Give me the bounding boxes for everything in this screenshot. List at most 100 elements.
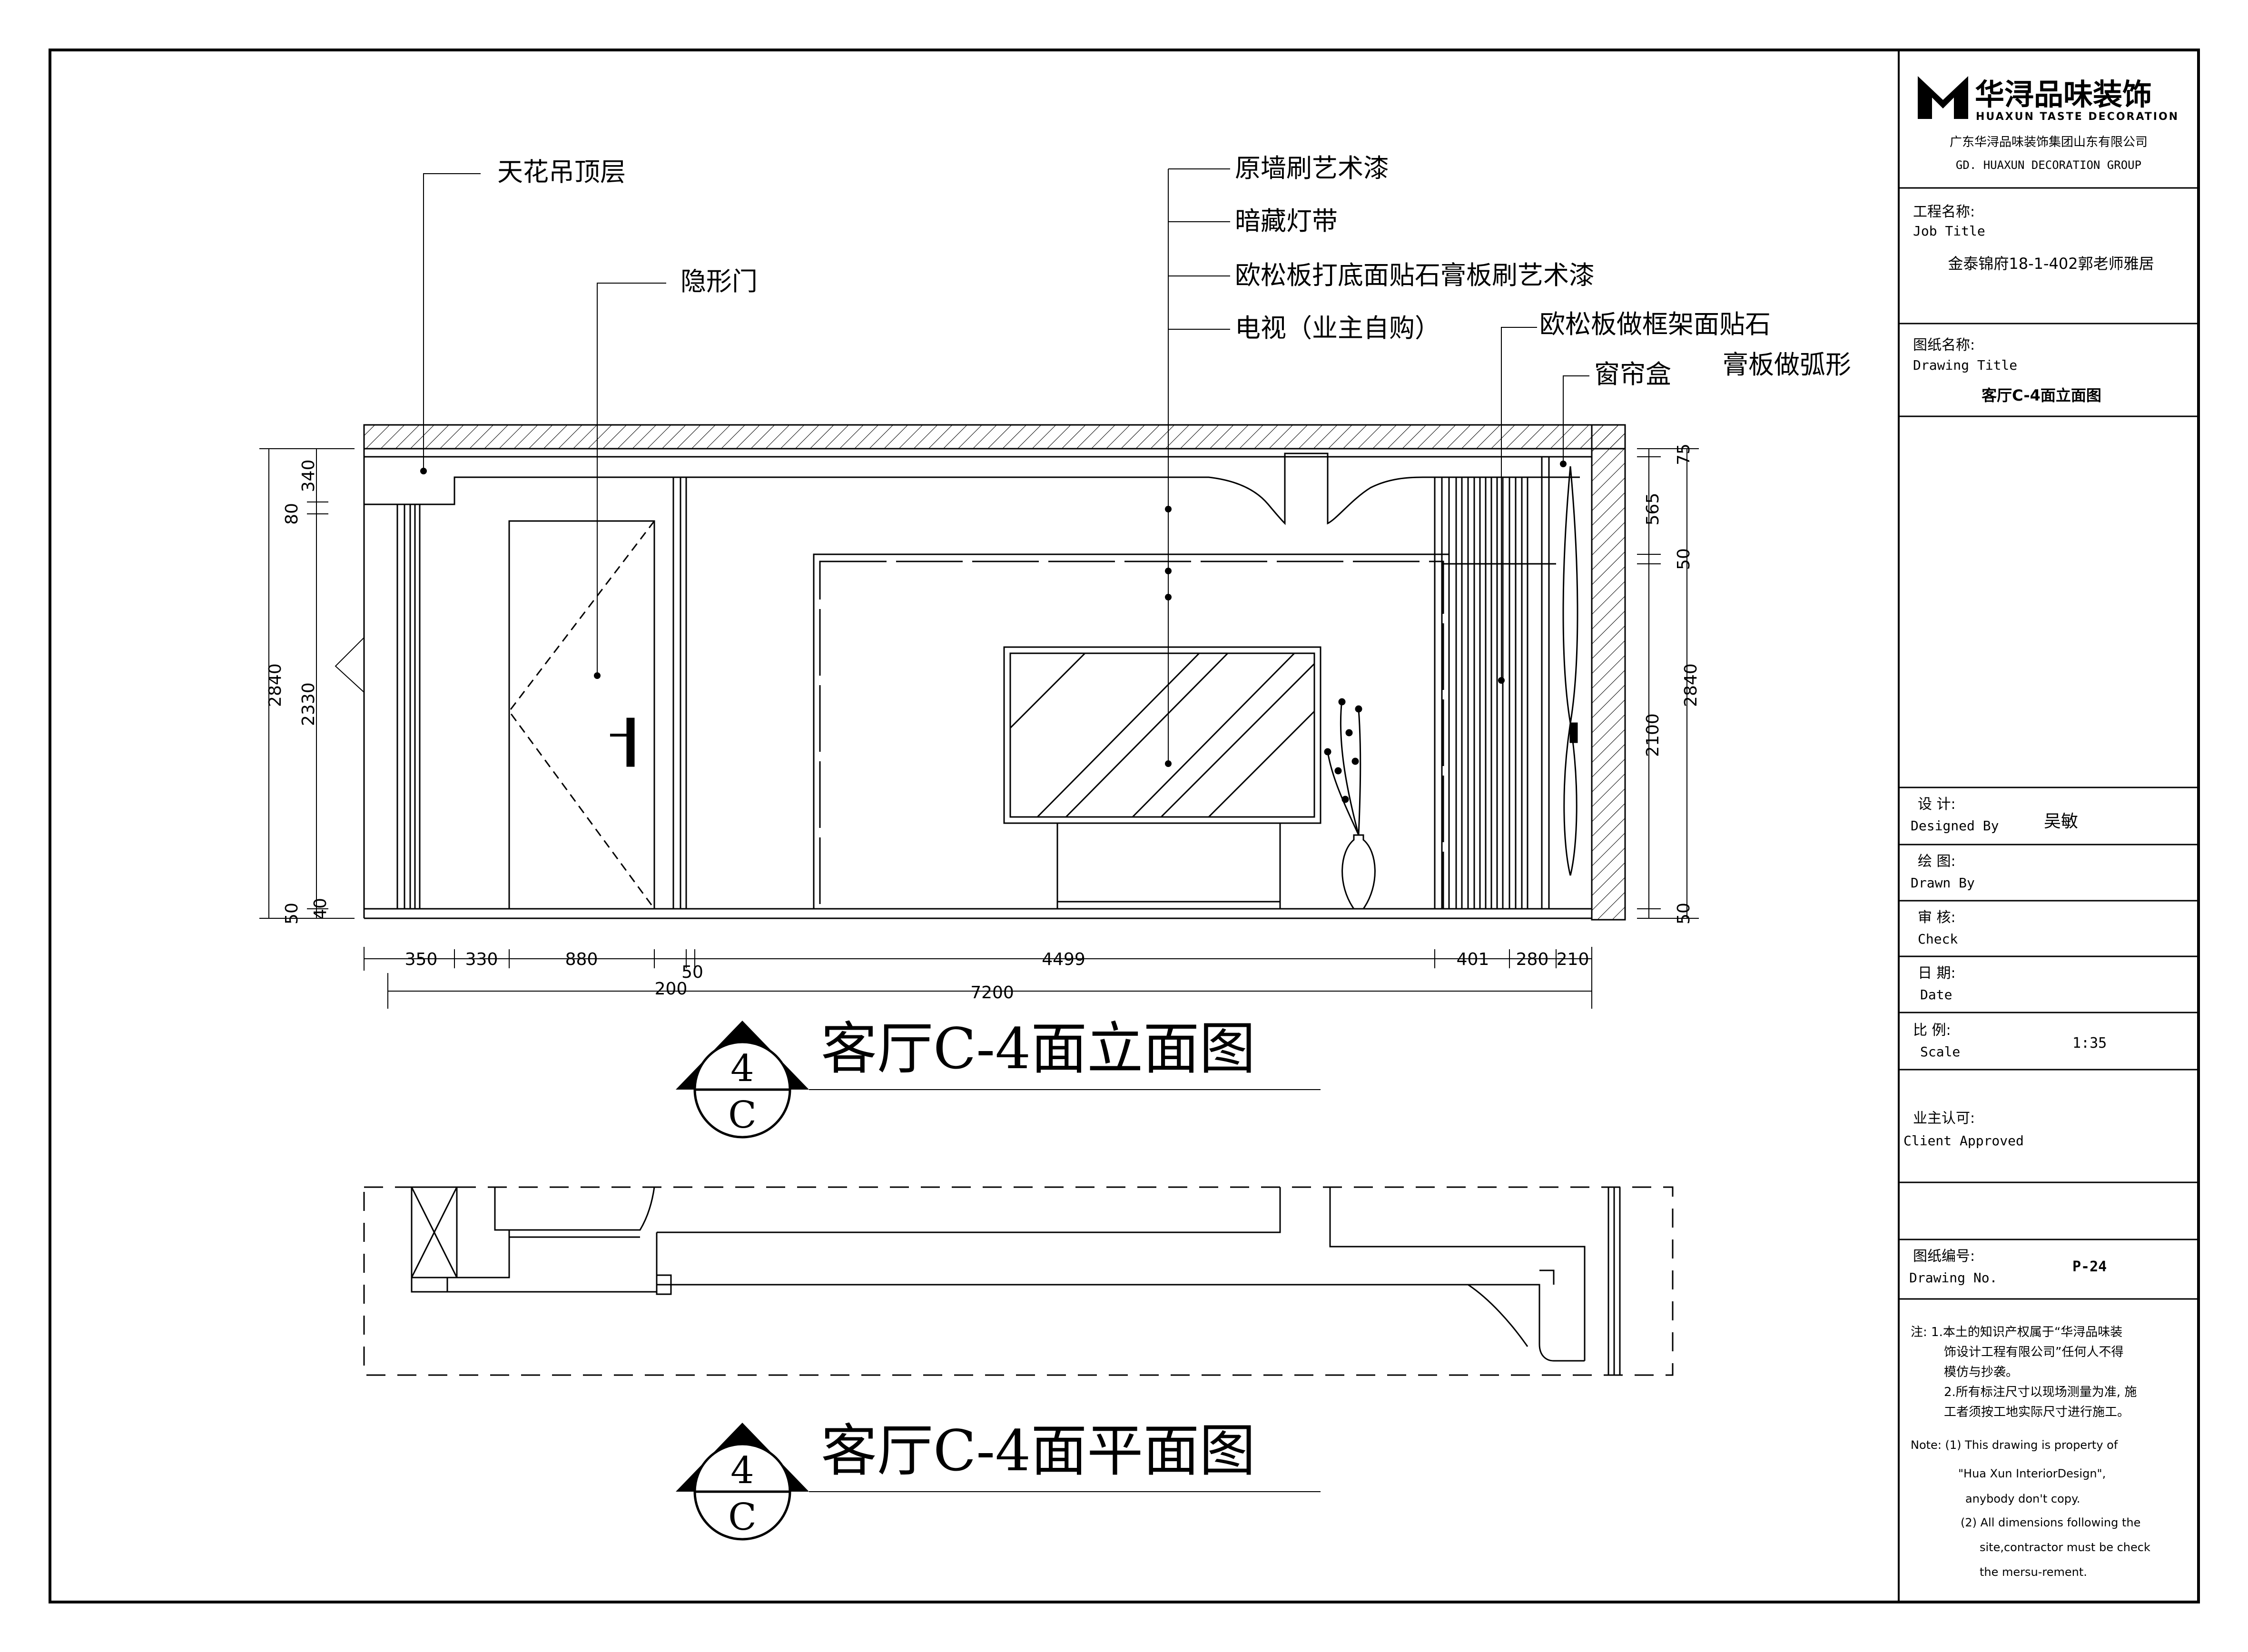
svg-text:工者须按工地实际尺寸进行施工。: 工者须按工地实际尺寸进行施工。 (1944, 1405, 2130, 1419)
svg-text:4499: 4499 (1042, 950, 1085, 969)
svg-text:80: 80 (282, 503, 302, 525)
designed-label-en: Designed By (1911, 818, 1999, 834)
title-block: 华浔品味装饰 HUAXUN TASTE DECORATION 广东华浔品味装饰集… (1898, 50, 2199, 1602)
svg-text:(2) All dimensions following t: (2) All dimensions following the (1961, 1516, 2140, 1529)
decor-vase (1324, 698, 1376, 910)
plan-section-symbol: 4 C (676, 1423, 809, 1541)
dimension-numbers: 350 330 880 4499 401 280 210 200 50 7200… (266, 443, 1701, 1003)
label-osb-frame-1: 欧松板做框架面贴石 (1539, 309, 1771, 339)
drawn-label-cn: 绘 图: (1918, 853, 1956, 870)
scale-label-en: Scale (1920, 1044, 1960, 1060)
label-tv: 电视（业主自购） (1235, 313, 1440, 343)
svg-text:2840: 2840 (266, 663, 285, 707)
label-curtain-box: 窗帘盒 (1594, 359, 1671, 389)
svg-text:"Hua Xun InteriorDesign",: "Hua Xun InteriorDesign", (1958, 1467, 2106, 1480)
svg-text:350: 350 (405, 950, 438, 969)
right-dimensions (1637, 448, 1699, 919)
svg-text:401: 401 (1457, 950, 1489, 969)
check-label-cn: 审 核: (1918, 909, 1956, 926)
right-curtain (1434, 457, 1550, 909)
leader-lines (423, 168, 1589, 764)
svg-text:210: 210 (1557, 950, 1589, 969)
designed-label-cn: 设 计: (1918, 796, 1956, 813)
elevation-title: 客厅C-4面立面图 (821, 1016, 1255, 1082)
logo-text: 华浔品味装饰 (1975, 77, 2152, 112)
svg-text:40: 40 (311, 898, 330, 920)
drawing-no-label-en: Drawing No. (1909, 1270, 1997, 1286)
tv-unit (1003, 646, 1321, 909)
job-title-label-cn: 工程名称: (1913, 204, 1975, 220)
svg-text:340: 340 (299, 460, 318, 492)
svg-text:注: 1.本土的知识产权属于“华浔品味装: 注: 1.本土的知识产权属于“华浔品味装 (1911, 1325, 2122, 1339)
svg-text:4: 4 (730, 1449, 754, 1492)
plan-title: 客厅C-4面平面图 (821, 1418, 1255, 1484)
client-label-en: Client Approved (1903, 1133, 2024, 1149)
date-label-en: Date (1920, 987, 1952, 1003)
company-logo: 华浔品味装饰 HUAXUN TASTE DECORATION (1918, 76, 2179, 123)
ceiling-slab (363, 424, 1626, 450)
svg-text:880: 880 (565, 950, 598, 969)
notes-en: Note: (1) This drawing is property of "H… (1911, 1438, 2150, 1579)
check-label-en: Check (1918, 931, 1958, 947)
label-ceiling: 天花吊顶层 (497, 157, 626, 187)
svg-text:50: 50 (1674, 903, 1694, 924)
svg-text:50: 50 (282, 903, 302, 924)
svg-text:280: 280 (1516, 950, 1549, 969)
scale-value: 1:35 (2072, 1035, 2107, 1052)
drawing-title-label-cn: 图纸名称: (1913, 337, 1975, 354)
svg-text:50: 50 (681, 963, 703, 982)
svg-text:anybody don't copy.: anybody don't copy. (1965, 1492, 2080, 1505)
label-osb-gypsum: 欧松板打底面贴石膏板刷艺术漆 (1235, 260, 1595, 290)
left-curtain (396, 504, 421, 909)
svg-text:4: 4 (730, 1047, 754, 1090)
bottom-dimensions (364, 947, 1592, 1009)
designed-value: 吴敏 (2044, 812, 2078, 831)
scale-label-cn: 比 例: (1913, 1022, 1951, 1039)
right-wall (1591, 424, 1626, 921)
label-osb-frame-2: 膏板做弧形 (1723, 350, 1851, 380)
svg-text:2.所有标注尺寸以现场测量为准, 施: 2.所有标注尺寸以现场测量为准, 施 (1944, 1385, 2137, 1399)
elevation-drawing (259, 168, 1699, 1009)
svg-text:330: 330 (465, 950, 498, 969)
svg-text:模仿与抄袭。: 模仿与抄袭。 (1944, 1365, 2018, 1379)
svg-text:2100: 2100 (1643, 713, 1663, 757)
svg-text:the mersu-rement.: the mersu-rement. (1980, 1565, 2087, 1579)
notes-cn: 注: 1.本土的知识产权属于“华浔品味装 饰设计工程有限公司”任何人不得 模仿与… (1911, 1325, 2137, 1419)
label-wall-paint: 原墙刷艺术漆 (1235, 153, 1389, 183)
job-title-value: 金泰锦府18-1-402郭老师雅居 (1948, 255, 2154, 273)
svg-text:75: 75 (1674, 443, 1694, 465)
svg-text:Note: (1) This drawing is pro: Note: (1) This drawing is property of (1911, 1438, 2118, 1452)
leader-dots (420, 461, 1567, 767)
svg-text:565: 565 (1643, 493, 1663, 526)
drawing-no-value: P-24 (2072, 1259, 2107, 1275)
client-label-cn: 业主认可: (1913, 1110, 1975, 1127)
label-led-strip: 暗藏灯带 (1235, 206, 1338, 236)
svg-text:site,contractor must be check: site,contractor must be check (1980, 1541, 2150, 1554)
company-name-cn: 广东华浔品味装饰集团山东有限公司 (1950, 135, 2148, 149)
art-panel-frame (813, 553, 1450, 910)
logo-subtext: HUAXUN TASTE DECORATION (1976, 111, 2179, 123)
sheet-border (49, 49, 2200, 1603)
svg-text:200: 200 (655, 979, 688, 999)
label-hidden-door: 隐形门 (680, 266, 758, 296)
elevation-labels: 天花吊顶层 隐形门 原墙刷艺术漆 暗藏灯带 欧松板打底面贴石膏板刷艺术漆 电视（… (497, 153, 1851, 389)
hidden-door (508, 520, 655, 910)
elevation-section-symbol: 4 C (676, 1021, 809, 1139)
svg-text:50: 50 (1674, 548, 1694, 570)
drawn-label-en: Drawn By (1911, 875, 1975, 891)
svg-text:2840: 2840 (1681, 663, 1701, 707)
svg-text:C: C (728, 1496, 757, 1539)
date-label-cn: 日 期: (1918, 965, 1956, 982)
svg-text:C: C (728, 1094, 757, 1137)
drawing-title-label-en: Drawing Title (1913, 357, 2017, 373)
company-name-en: GD. HUAXUN DECORATION GROUP (1956, 158, 2141, 172)
svg-text:7200: 7200 (970, 983, 1014, 1003)
drawing-no-label-cn: 图纸编号: (1913, 1248, 1975, 1265)
left-dimensions (259, 448, 365, 919)
plan-drawing (363, 1186, 1674, 1376)
svg-text:2330: 2330 (299, 682, 318, 726)
drawing-title-value: 客厅C-4面立面图 (1982, 386, 2101, 404)
svg-text:饰设计工程有限公司”任何人不得: 饰设计工程有限公司”任何人不得 (1944, 1345, 2123, 1359)
job-title-label-en: Job Title (1913, 223, 1985, 239)
